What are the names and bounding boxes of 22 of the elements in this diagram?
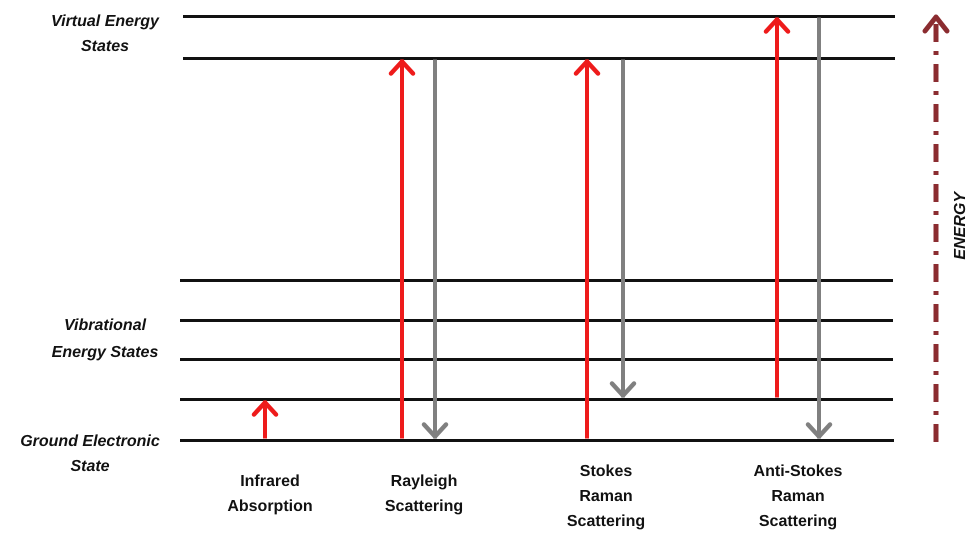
energy-level-line <box>183 56 895 60</box>
energy-level-line <box>180 398 893 400</box>
state-label: Ground Electronic State <box>19 432 161 477</box>
process-label: Anti-Stokes Raman Scattering <box>752 462 844 532</box>
energy-level-line <box>180 278 893 282</box>
process-label: Rayleigh Scattering <box>384 472 464 517</box>
arrow <box>806 18 832 439</box>
arrow <box>388 59 416 438</box>
state-group-label: Virtual Energy States <box>50 12 160 57</box>
energy-level-line <box>183 14 895 18</box>
process-label: Infrared Absorption <box>226 472 314 517</box>
arrow <box>610 60 636 398</box>
energy-level-line <box>180 358 893 360</box>
process-label: Stokes Raman Scattering <box>566 462 646 532</box>
state-group-label: Vibrational Energy States <box>50 316 160 363</box>
arrow <box>574 59 600 438</box>
axis-label: ENERGY <box>951 192 970 260</box>
energy-level-line <box>180 438 894 442</box>
arrow <box>252 400 278 438</box>
arrow <box>422 60 448 439</box>
arrow <box>764 17 790 398</box>
energy-level-line <box>180 318 893 322</box>
